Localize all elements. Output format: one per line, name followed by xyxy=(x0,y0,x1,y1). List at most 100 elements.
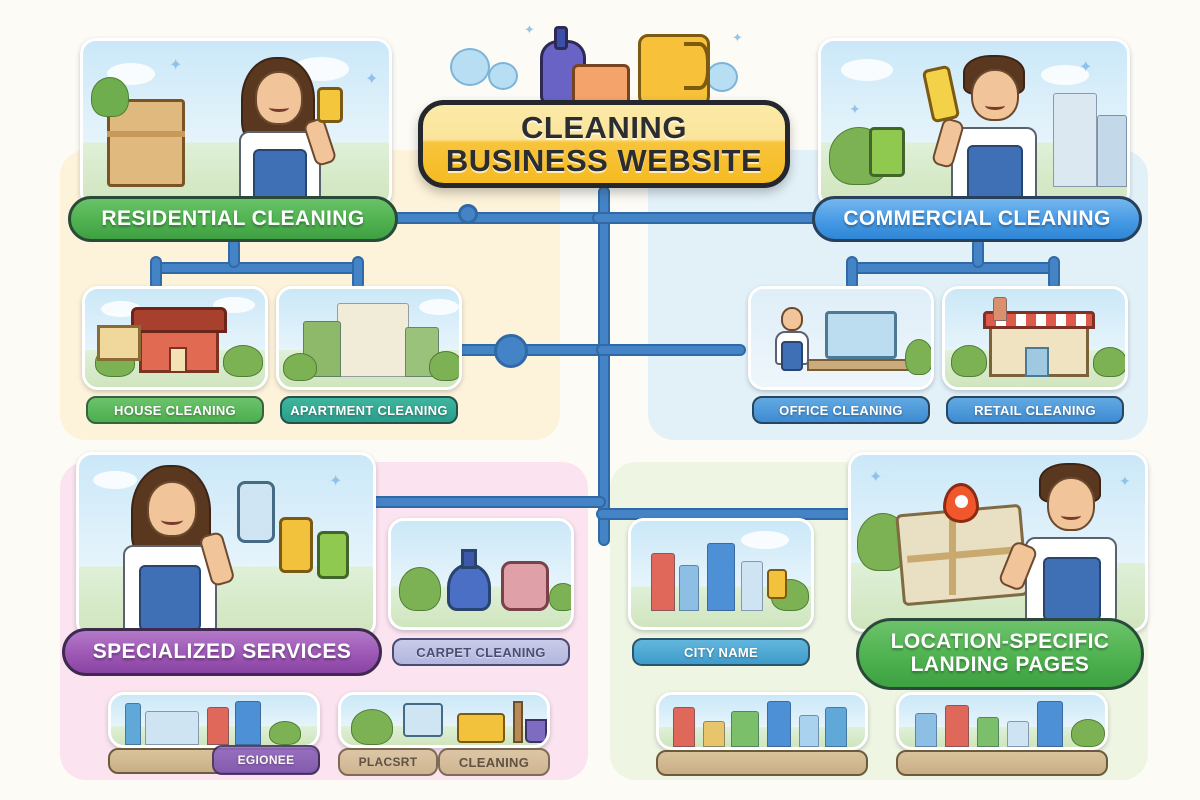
cleaning-bottle-icon xyxy=(279,517,313,573)
branch-node-residential-label: RESIDENTIAL CLEANING xyxy=(101,206,365,230)
building-icon xyxy=(235,701,261,745)
connector-junction-left xyxy=(494,334,528,368)
spray-bottle-handheld-icon xyxy=(317,87,343,123)
branch-node-specialized[interactable]: SPECIALIZED SERVICES xyxy=(62,628,382,676)
retail-awning xyxy=(983,311,1095,329)
connector-residential-fork xyxy=(150,262,358,274)
branch-node-commercial[interactable]: COMMERCIAL CLEANING xyxy=(812,196,1142,242)
city-card-2-label-bar[interactable] xyxy=(896,750,1108,776)
cleaning-bottle-icon xyxy=(767,569,787,599)
connector-top-horizontal xyxy=(392,212,610,224)
cloud-icon xyxy=(93,471,137,489)
root-node-label: CLEANING BUSINESS WEBSITE xyxy=(445,109,763,178)
apartment-building-illustration xyxy=(337,303,409,377)
office-building-illustration xyxy=(1097,115,1127,187)
bubble-icon xyxy=(488,62,518,90)
branch-node-location-label-line1: LOCATION-SPECIFIC xyxy=(890,630,1110,654)
mop-icon xyxy=(513,701,523,743)
bush-icon xyxy=(429,351,459,381)
top-supplies-illustration: ✦ ✦ xyxy=(432,18,780,110)
connector-mid-left xyxy=(452,344,604,356)
small-house-illustration xyxy=(97,325,141,361)
subnode-apartment-cleaning[interactable]: APARTMENT CLEANING xyxy=(280,396,458,424)
subnode-office-cleaning[interactable]: OFFICE CLEANING xyxy=(752,396,930,424)
head xyxy=(147,481,197,537)
cleaning-jug-neck xyxy=(461,549,477,569)
city-card-1-label-bar[interactable] xyxy=(656,750,868,776)
map-pin-dot xyxy=(955,495,968,508)
building-icon xyxy=(825,707,847,747)
branch-node-location-label-line2: LANDING PAGES xyxy=(910,653,1090,676)
subnode-specialized-garbled-1[interactable]: EGIONEE xyxy=(212,745,320,775)
building-icon xyxy=(703,721,725,747)
subnode-specialized-garbled-2b[interactable]: CLEANING xyxy=(438,748,550,776)
bush-icon xyxy=(223,345,263,377)
location-hero-illustration: ✦ ✦ xyxy=(848,452,1148,632)
connector-commercial-fork xyxy=(846,262,1054,274)
plant-icon xyxy=(351,709,393,745)
head xyxy=(255,71,303,125)
subnode-city-name-label: CITY NAME xyxy=(684,644,758,660)
connector-commercial-stem xyxy=(972,238,984,268)
cleaning-bottle-icon xyxy=(317,531,349,579)
plant-icon xyxy=(905,339,931,375)
head xyxy=(971,69,1019,121)
branch-node-commercial-label: COMMERCIAL CLEANING xyxy=(843,206,1111,230)
branch-node-residential[interactable]: RESIDENTIAL CLEANING xyxy=(68,196,398,242)
carpet-cleaning-card-image xyxy=(388,518,574,630)
connector-residential-stem xyxy=(228,238,240,268)
root-node-title[interactable]: CLEANING BUSINESS WEBSITE xyxy=(418,100,790,188)
building-icon xyxy=(207,707,229,745)
cleaning-jug-icon xyxy=(447,563,491,611)
bush-icon xyxy=(549,583,571,611)
subnode-house-cleaning-label: HOUSE CLEANING xyxy=(114,402,236,418)
bubble-icon xyxy=(450,48,490,86)
office-cleaner-illustration xyxy=(769,307,825,383)
building-icon xyxy=(679,565,699,611)
plant-icon xyxy=(399,567,441,611)
smile xyxy=(269,103,289,112)
subnode-specialized-garbled-2a-label: PLACSRT xyxy=(358,755,418,769)
smile xyxy=(161,515,183,525)
building-icon xyxy=(731,711,759,747)
connector-residential-fork-right xyxy=(352,256,364,290)
branch-node-specialized-label: SPECIALIZED SERVICES xyxy=(92,639,352,663)
overall-apron xyxy=(139,565,201,631)
office-building-illustration xyxy=(1053,93,1097,187)
tool-bag-handle xyxy=(684,42,710,90)
subnode-retail-cleaning[interactable]: RETAIL CLEANING xyxy=(946,396,1124,424)
subnode-retail-cleaning-label: RETAIL CLEANING xyxy=(974,402,1096,418)
branch-node-location[interactable]: LOCATION-SPECIFIC LANDING PAGES xyxy=(856,618,1144,690)
house-cleaning-card-image xyxy=(82,286,268,390)
building-icon xyxy=(707,543,735,611)
connector-top-horizontal-right xyxy=(592,212,834,224)
spray-bottle-icon xyxy=(403,703,443,737)
connector-mid-right xyxy=(596,344,746,356)
bush-icon xyxy=(951,345,987,377)
subnode-specialized-garbled-2a[interactable]: PLACSRT xyxy=(338,748,438,776)
building-icon xyxy=(673,707,695,747)
head xyxy=(1047,477,1095,531)
subnode-house-cleaning[interactable]: HOUSE CLEANING xyxy=(86,396,264,424)
head xyxy=(781,307,803,331)
sparkle-icon: ✦ xyxy=(869,469,883,486)
building-icon xyxy=(1037,701,1063,747)
house-door xyxy=(169,347,187,373)
chimney xyxy=(993,297,1007,321)
city-card-2-image xyxy=(896,692,1108,750)
subnode-city-name[interactable]: CITY NAME xyxy=(632,638,810,666)
specialized-bottom-card-2-image xyxy=(338,692,550,748)
cloud-icon xyxy=(741,531,789,549)
sparkle-icon: ✦ xyxy=(169,57,183,74)
specialized-hero-illustration: ✦ xyxy=(76,452,376,638)
building-icon xyxy=(741,561,763,611)
connector-junction-title-left xyxy=(458,204,478,224)
carpet-machine-icon xyxy=(501,561,549,611)
subnode-carpet-cleaning[interactable]: CARPET CLEANING xyxy=(392,638,570,666)
bush-icon xyxy=(283,353,317,381)
bucket-icon xyxy=(525,719,547,743)
map-road xyxy=(949,515,956,595)
overall-apron xyxy=(781,341,803,371)
subnode-carpet-cleaning-label: CARPET CLEANING xyxy=(416,644,546,660)
